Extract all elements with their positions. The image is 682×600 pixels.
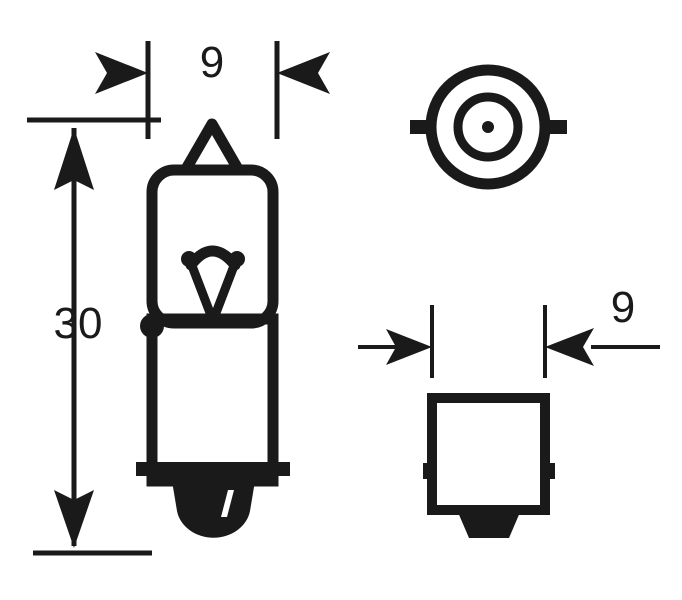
dimension-arrow-down (54, 490, 94, 548)
top-width-dimension-label: 9 (200, 38, 224, 87)
center-contact-dot (482, 121, 494, 133)
filament (181, 245, 245, 323)
bottom-contact-highlight (221, 490, 234, 517)
filament-bead-right (229, 251, 245, 267)
bottom-contact (172, 481, 255, 538)
base-width-dimension-label: 9 (611, 283, 635, 332)
glass-envelope-tip (180, 118, 244, 175)
base-detail-view (423, 393, 555, 538)
front-elevation-view (136, 118, 290, 538)
filament-support-right (209, 253, 242, 323)
base-square-body (427, 393, 550, 515)
base-outer-ring (425, 64, 551, 190)
dimension-arrow-right-inward (545, 328, 594, 366)
base-inner-ring (453, 92, 523, 162)
filament-support-left (184, 253, 217, 323)
dimension-arrow-right-outward (277, 52, 330, 94)
left-height-dimension: 30 (27, 117, 161, 556)
top-width-dimension: 9 (95, 38, 330, 139)
filament-bead-left (181, 251, 197, 267)
left-height-dimension-label: 30 (54, 299, 103, 348)
metal-base (146, 313, 279, 487)
base-width-dimension: 9 (358, 283, 660, 378)
dimension-arrow-up (54, 128, 94, 190)
dimension-arrow-left-inward (386, 329, 432, 365)
dimension-arrow-left-outward (95, 52, 148, 94)
bayonet-side-pins (136, 462, 290, 476)
bayonet-pin-right (545, 120, 567, 134)
base-detail-contact (457, 510, 521, 538)
filament-coil-arch (185, 245, 241, 271)
bottom-end-view (410, 64, 567, 190)
